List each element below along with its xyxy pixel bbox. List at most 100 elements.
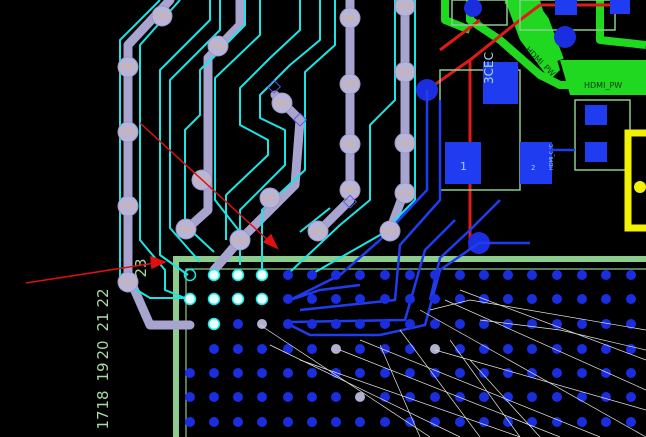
cec-cap-label: 3CEC: [482, 52, 496, 84]
row-label: 22: [94, 288, 112, 307]
gnd-via: [339, 133, 361, 155]
bga-via: [577, 417, 587, 427]
gnd-via: [271, 92, 293, 114]
bga-via: [355, 319, 365, 329]
top-pad: [555, 0, 577, 15]
bga-via-grid: [183, 268, 636, 427]
bga-via: [257, 368, 267, 378]
bga-via: [527, 270, 537, 280]
bga-via: [283, 417, 293, 427]
bga-via: [552, 270, 562, 280]
gnd-via-label: GND: [120, 129, 136, 137]
gnd-via: [117, 121, 139, 143]
gnd-via: [207, 35, 229, 57]
top-right-components: HDMI_PW HDMI_PW 3CEC 1 2 HDMI_CEC: [416, 0, 646, 254]
bga-via: [552, 344, 562, 354]
bga-via: [233, 270, 243, 280]
bga-via: [455, 319, 465, 329]
bga-via: [503, 319, 513, 329]
bga-via: [626, 392, 636, 402]
bga-via: [331, 392, 341, 402]
bga-via: [430, 368, 440, 378]
bga-via: [430, 417, 440, 427]
bga-via: [527, 319, 537, 329]
gnd-via: [394, 61, 416, 83]
bga-via: [601, 392, 611, 402]
bga-via: [283, 294, 293, 304]
bga-via: [455, 344, 465, 354]
bga-via: [331, 270, 341, 280]
small-pad-top: [585, 105, 607, 125]
bga-via: [185, 368, 195, 378]
row-label: 23: [132, 258, 150, 277]
bga-via: [601, 344, 611, 354]
cec-cap-pad: [483, 62, 518, 104]
bga-via: [380, 294, 390, 304]
bga-via: [577, 368, 587, 378]
bga-via: [209, 417, 219, 427]
bga-via: [257, 344, 267, 354]
row-label: 20: [94, 340, 112, 359]
bga-via: [479, 368, 489, 378]
bga-via: [479, 417, 489, 427]
bga-via: [626, 319, 636, 329]
bga-via: [479, 344, 489, 354]
bga-via: [503, 344, 513, 354]
bga-via: [355, 368, 365, 378]
bga-via: [430, 344, 440, 354]
gnd-via: [339, 73, 361, 95]
bga-via: [307, 294, 317, 304]
gnd-via-label: GND: [232, 237, 248, 245]
annotation-arrows: [25, 122, 279, 284]
gnd-via-label: GND: [397, 190, 413, 198]
gnd-via-group: GNDGNDGNDGNDGNDGNDGNDGNDGNDGNDGNDGNDGNDG…: [117, 0, 416, 293]
bga-via: [307, 368, 317, 378]
row-label: 19: [94, 362, 112, 381]
bga-via: [601, 319, 611, 329]
bga-via: [209, 368, 219, 378]
bga-via: [233, 294, 243, 304]
blue-traces: [289, 90, 575, 337]
bga-via: [233, 392, 243, 402]
bga-via: [503, 294, 513, 304]
bga-via: [405, 270, 415, 280]
red-traces: [426, 0, 610, 250]
bga-via: [552, 417, 562, 427]
bga-via: [626, 294, 636, 304]
row-label: 17: [94, 410, 112, 429]
cyan-traces: [119, 0, 416, 301]
gnd-via-label: GND: [397, 69, 413, 77]
gnd-via-label: GND: [382, 228, 398, 236]
bga-via: [430, 319, 440, 329]
bga-via: [577, 270, 587, 280]
gnd-via: [339, 7, 361, 29]
bga-via: [577, 294, 587, 304]
red-arrow-left: [25, 262, 156, 284]
gnd-via: [117, 271, 139, 293]
bga-via: [455, 417, 465, 427]
gnd-via: [175, 218, 197, 240]
bga-via: [331, 294, 341, 304]
gnd-via: [394, 0, 416, 17]
green-copper-strip: [560, 60, 646, 95]
gnd-via-label: GND: [342, 187, 358, 195]
bga-via: [380, 319, 390, 329]
bga-via: [185, 417, 195, 427]
hdmi-cec-pin-label: 2: [531, 164, 535, 172]
bga-via: [601, 270, 611, 280]
bga-via: [455, 294, 465, 304]
bga-via: [380, 368, 390, 378]
gnd-via-label: GND: [310, 228, 326, 236]
bga-via: [185, 294, 195, 304]
gnd-via-label: GND: [120, 279, 136, 287]
gnd-via-label: GND: [178, 226, 194, 234]
bga-via: [209, 319, 219, 329]
bga-via: [455, 392, 465, 402]
bga-via: [430, 294, 440, 304]
bga-via: [552, 392, 562, 402]
bga-via: [430, 270, 440, 280]
bga-via: [405, 344, 415, 354]
bga-via: [307, 344, 317, 354]
